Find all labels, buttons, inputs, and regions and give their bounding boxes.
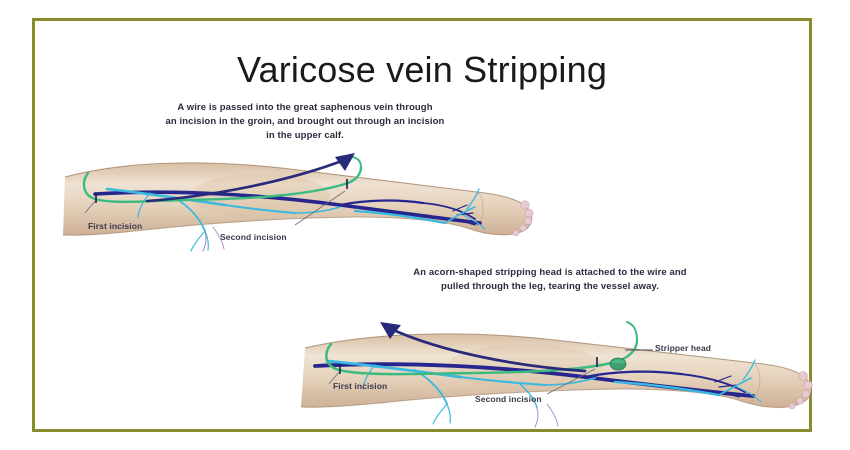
label-second-incision-bottom: Second incision	[475, 394, 542, 404]
leg-illustration-bottom	[300, 321, 813, 428]
leader-lines-bottom	[328, 368, 596, 395]
caption-line: An acorn-shaped stripping head is attach…	[413, 267, 687, 278]
superficial-veins-bottom	[325, 359, 762, 425]
label-first-incision-top: First incision	[88, 221, 143, 231]
incision-markers-bottom	[339, 357, 598, 374]
label-second-incision-top: Second incision	[220, 232, 287, 242]
deep-vein-top	[93, 190, 482, 226]
caption-line: pulled through the leg, tearing the vess…	[441, 280, 659, 292]
page-title: Varicose vein Stripping	[236, 49, 608, 90]
toes-bottom	[788, 371, 813, 410]
tributary-veins-bottom	[534, 403, 559, 428]
superficial-veins-top	[105, 187, 486, 252]
label-stripper-head: Stripper head	[655, 343, 712, 353]
figure-bottom-caption: An acorn-shaped stripping head is attach…	[285, 266, 815, 294]
label-first-incision-bottom: First incision	[333, 381, 388, 391]
incision-markers-top	[95, 179, 348, 203]
caption-line: in the upper calf.	[266, 129, 344, 141]
figure-stripping-head: An acorn-shaped stripping head is attach…	[285, 266, 815, 431]
direction-arrow-bottom	[380, 322, 587, 373]
content-frame: Varicose vein Stripping A wire is passed…	[32, 18, 815, 432]
leader-lines-top	[84, 190, 346, 226]
stripper-head-icon	[609, 357, 627, 371]
figure-top-caption: A wire is passed into the great saphenou…	[55, 101, 555, 142]
direction-arrow-top	[145, 153, 355, 203]
deep-vein-bottom	[313, 362, 755, 398]
figure-wire-insertion: A wire is passed into the great saphenou…	[55, 101, 555, 261]
tributary-veins-top	[202, 226, 225, 252]
caption-line: an incision in the groin, and brought ou…	[165, 115, 445, 127]
leg-illustration-top	[62, 153, 534, 252]
caption-line: A wire is passed into the great saphenou…	[177, 102, 433, 113]
toes-top	[512, 200, 534, 237]
